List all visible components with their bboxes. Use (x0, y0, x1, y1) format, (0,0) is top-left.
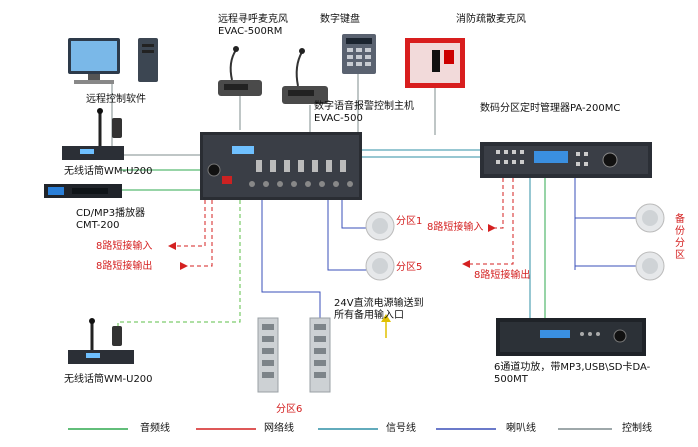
label-amplifier: 6通道功放，带MP3,USB\SD卡DA- 500MT (494, 362, 650, 386)
ceiling-speaker-zone1-icon (365, 211, 395, 241)
label-24v: 24V直流电源输送到 所有备用输入口 (334, 298, 424, 322)
label-remote-mic-line1: 远程寻呼麦克风 (218, 14, 288, 25)
label-cd-player: CD/MP3播放器 CMT-200 (76, 208, 145, 232)
legend-audio-label: 音频线 (140, 423, 170, 434)
label-short-out-right: 8路短接输出 (474, 270, 531, 281)
label-wm-u200-bottom: 无线话筒WM-U200 (64, 374, 153, 385)
arrow-in-right (488, 224, 496, 232)
paging-mic-1-icon (218, 46, 262, 96)
label-amplifier-line2: 500MT (494, 374, 528, 385)
label-cd-player-line2: CMT-200 (76, 220, 120, 231)
legend-control-label: 控制线 (622, 423, 652, 434)
fire-mic-cabinet-icon (405, 38, 465, 88)
label-cd-player-line1: CD/MP3播放器 (76, 208, 146, 219)
speaker-line-zone1 (341, 200, 368, 229)
control-line-pc (111, 80, 200, 156)
wireless-mic-top-icon (62, 108, 124, 160)
label-main-host-line1: 数字语音报警控制主机 (314, 101, 414, 112)
arrow-out-right (462, 260, 470, 268)
label-short-in-left: 8路短接输入 (96, 241, 153, 252)
label-remote-mic-line2: EVAC-500RM (218, 26, 283, 37)
label-wm-u200-top: 无线话筒WM-U200 (64, 166, 153, 177)
label-zone6: 分区6 (276, 404, 303, 415)
short-out-line-right (470, 178, 514, 265)
computer-icon (68, 38, 158, 84)
arrow-in-left (168, 242, 176, 250)
digital-keyboard-icon (342, 34, 376, 74)
label-short-out-left: 8路短接输出 (96, 261, 153, 272)
legend-network-label: 网络线 (264, 423, 294, 434)
short-in-line-right (488, 178, 504, 229)
amplifier-icon (496, 318, 646, 356)
zone-manager-icon (480, 142, 652, 178)
speaker-line-zone5 (327, 200, 368, 271)
main-host-icon (200, 132, 362, 200)
power-arrow-head (381, 314, 391, 322)
ceiling-speaker-zone5-icon (365, 251, 395, 281)
label-digital-keyboard: 数字键盘 (320, 14, 360, 25)
column-speaker-2-icon (309, 317, 331, 393)
arrow-out-left (180, 262, 188, 270)
paging-mic-2-icon (282, 48, 328, 104)
ceiling-speaker-backup-1-icon (635, 203, 665, 233)
label-24v-line2: 所有备用输入口 (334, 310, 404, 321)
legend-signal-label: 信号线 (386, 423, 416, 434)
label-24v-line1: 24V直流电源输送到 (334, 298, 424, 309)
speaker-line-zone6 (261, 200, 321, 320)
label-zone1: 分区1 (396, 216, 423, 227)
column-speaker-1-icon (257, 317, 279, 393)
label-short-in-right: 8路短接输入 (427, 222, 484, 233)
label-remote-mic: 远程寻呼麦克风 EVAC-500RM (218, 14, 288, 38)
wireless-mic-bottom-icon (68, 318, 134, 364)
label-main-host-line2: EVAC-500 (314, 113, 363, 124)
short-out-line-left (180, 200, 213, 267)
label-backup-zone: 备份分区 (675, 214, 685, 261)
label-fire-mic: 消防疏散麦克风 (456, 14, 526, 25)
ceiling-speaker-backup-2-icon (635, 251, 665, 281)
cd-player-icon (44, 184, 122, 198)
label-amplifier-line1: 6通道功放，带MP3,USB\SD卡DA- (494, 362, 651, 373)
label-remote-software: 远程控制软件 (86, 94, 146, 105)
label-zone5: 分区5 (396, 262, 423, 273)
short-in-line-left (176, 200, 206, 247)
label-main-host: 数字语音报警控制主机 EVAC-500 (314, 101, 414, 125)
legend-speaker-label: 喇叭线 (506, 423, 536, 434)
label-zone-manager: 数码分区定时管理器PA-200MC (480, 103, 621, 114)
